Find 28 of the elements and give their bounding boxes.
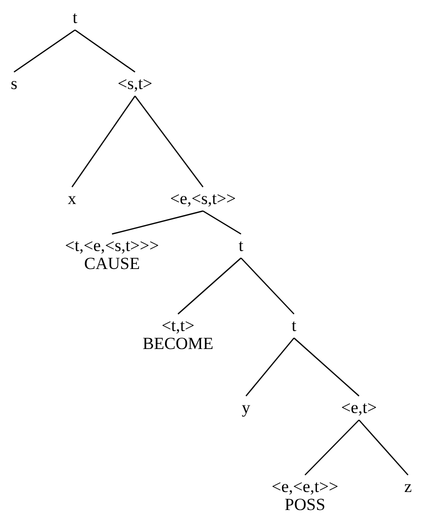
tree-branch (202, 210, 242, 235)
tree-branch (358, 420, 408, 476)
tree-label: s (6, 72, 22, 96)
tree-label: y (238, 396, 254, 420)
tree-label: <s,t> (114, 72, 156, 96)
constant-label: POSS (284, 496, 326, 514)
tree-label: <e,<s,t>> (166, 187, 240, 211)
tree-branch (178, 258, 242, 314)
constant-label: CAUSE (84, 255, 140, 273)
tree-branch (72, 96, 136, 188)
tree-branch (134, 96, 204, 188)
tree-label: t (234, 234, 248, 258)
tree-branch (294, 338, 360, 396)
tree-branch (240, 258, 294, 314)
tree-label: z (400, 475, 416, 499)
tree-branch (246, 338, 294, 396)
type-label: <t,t> (162, 317, 194, 335)
type-label: <t,<e,<s,t>>> (65, 237, 159, 255)
tree-label: <e,t> (337, 396, 381, 420)
tree-branch (14, 30, 76, 72)
type-label: <e,<e,t>> (272, 478, 338, 496)
tree-branch (74, 30, 136, 72)
constant-label: BECOME (142, 335, 214, 353)
tree-branch (112, 210, 204, 235)
tree-branch (304, 420, 360, 476)
tree-label: t (68, 6, 82, 30)
tree-label: x (64, 187, 80, 211)
tree-label: t (288, 314, 300, 338)
